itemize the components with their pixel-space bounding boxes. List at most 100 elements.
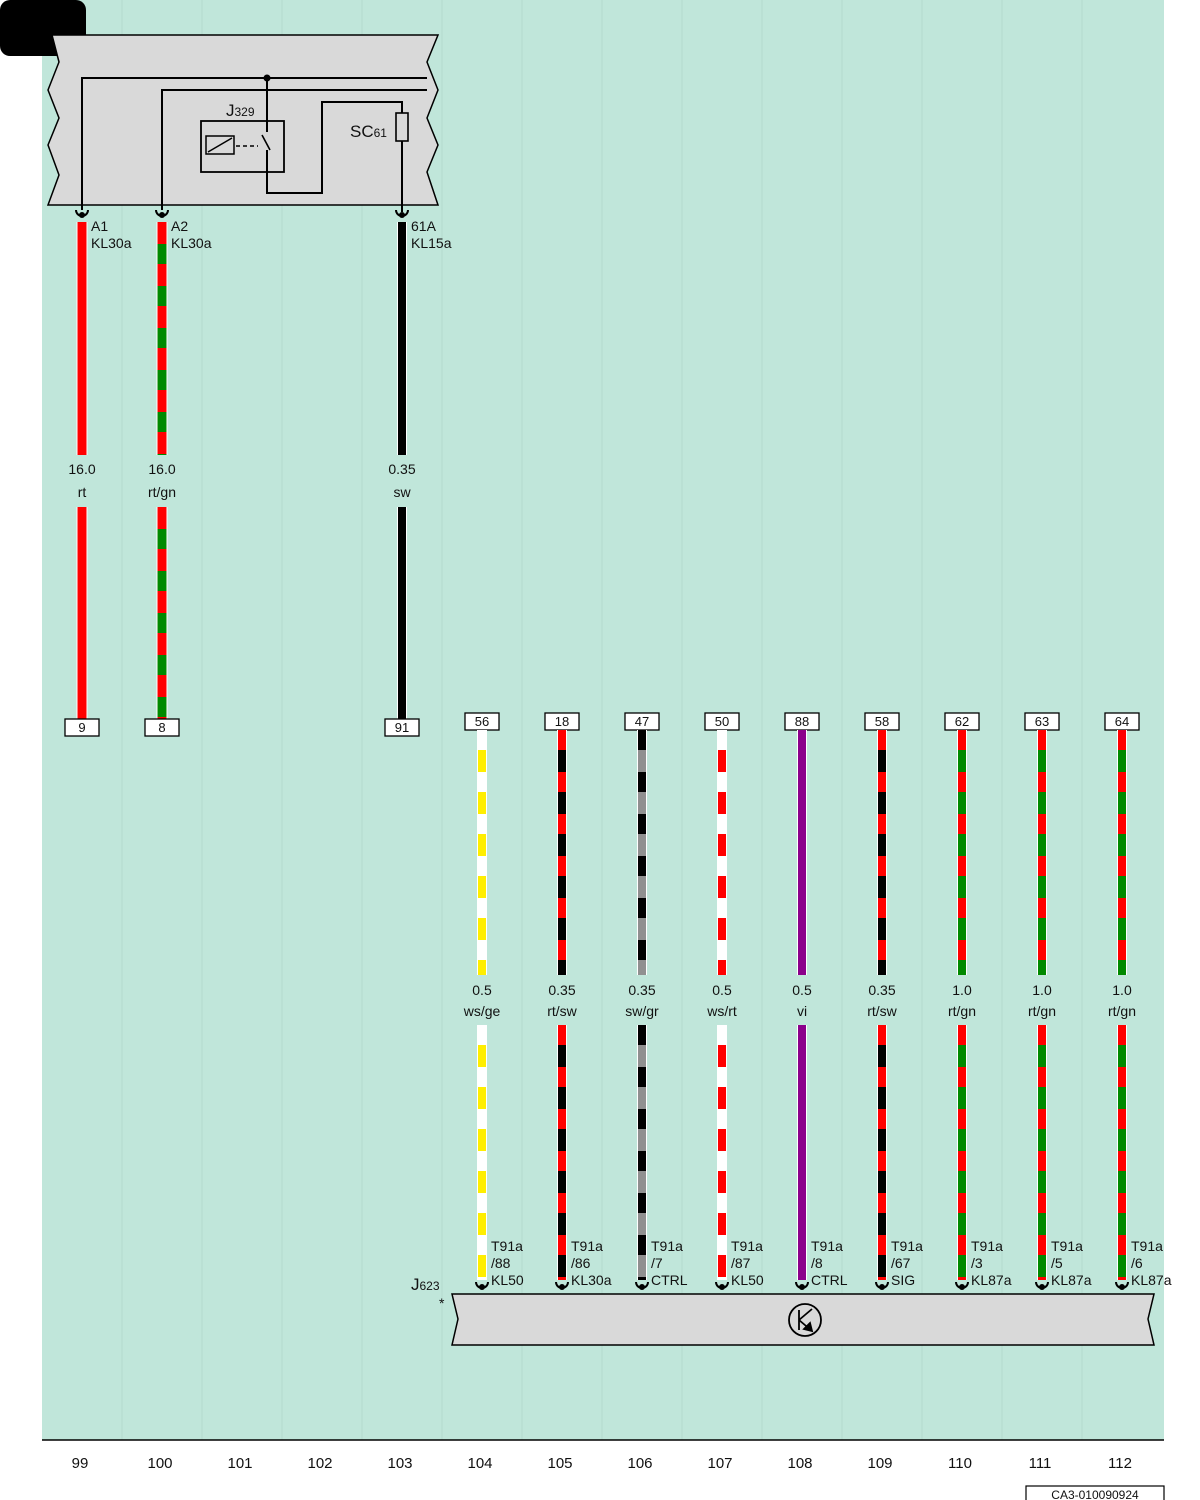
column-number: 111 — [1029, 1455, 1052, 1472]
wire-stripe — [958, 1277, 966, 1280]
wire-terminal-label: KL50 — [731, 1272, 764, 1288]
wire-stripe — [558, 1087, 566, 1109]
connector-number: 58 — [875, 714, 889, 729]
wire-stripe — [157, 571, 167, 591]
wire-stripe — [478, 814, 486, 834]
wire-color-code: rt/sw — [867, 1003, 897, 1019]
wire-stripe — [878, 940, 886, 960]
column-number: 108 — [787, 1455, 812, 1472]
wire-stripe — [718, 1213, 726, 1235]
wire-stripe — [1038, 1213, 1046, 1235]
wire-size: 1.0 — [1032, 982, 1052, 998]
wire-stripe — [718, 792, 726, 814]
wire-stripe — [958, 1045, 966, 1067]
wire-size: 0.35 — [388, 461, 415, 477]
connector-pin-dot — [1039, 1284, 1045, 1290]
column-number: 110 — [948, 1455, 972, 1472]
wire-stripe — [878, 814, 886, 834]
wire-stripe — [958, 1171, 966, 1193]
wire-stripe — [558, 1025, 566, 1045]
wire-stripe — [958, 750, 966, 772]
wire-stripe — [878, 1277, 886, 1280]
wire-core — [398, 222, 406, 455]
wire-stripe — [638, 960, 646, 975]
connector-number: 18 — [555, 714, 569, 729]
wire-stripe — [958, 1025, 966, 1045]
wire-stripe — [718, 834, 726, 856]
wire-stripe — [478, 1045, 486, 1067]
wire-stripe — [958, 814, 966, 834]
wire-stripe — [1118, 1193, 1126, 1213]
wire-stripe — [558, 1151, 566, 1171]
wire-stripe — [558, 1193, 566, 1213]
wire-stripe — [638, 1129, 646, 1151]
wire-stripe — [958, 1129, 966, 1151]
column-gridlines — [121, 0, 1083, 1440]
wire-stripe — [1118, 1109, 1126, 1129]
wire-stripe — [878, 918, 886, 940]
wire-stripe — [1118, 1129, 1126, 1151]
wire-stripe — [878, 898, 886, 918]
wire-color-code: sw/gr — [625, 1003, 659, 1019]
wire-stripe — [878, 792, 886, 814]
wire-stripe — [558, 918, 566, 940]
wire-stripe — [638, 898, 646, 918]
wire-pin-label: A1 — [91, 218, 108, 234]
connector-number-box — [64, 718, 100, 737]
wire-stripe — [558, 750, 566, 772]
wire-connector-id: T91a — [571, 1238, 603, 1254]
column-number: 105 — [547, 1455, 572, 1472]
connector-pin-dot — [479, 1284, 485, 1290]
wire-stripe — [478, 1235, 486, 1255]
connector-number: 62 — [955, 714, 969, 729]
wire-stripe — [558, 1045, 566, 1067]
wire-stripe — [958, 898, 966, 918]
wire-stripe — [478, 960, 486, 975]
wire-stripe — [718, 940, 726, 960]
fuse-label: SC61 — [350, 122, 387, 141]
wire-color-code: rt/gn — [1108, 1003, 1136, 1019]
wire-stripe — [718, 1193, 726, 1213]
bottom-module-label: J623 — [411, 1275, 440, 1294]
wire-stripe — [558, 1067, 566, 1087]
wire-connector-id: T91a — [1131, 1238, 1163, 1254]
wire-stripe — [1118, 1025, 1126, 1045]
wire-color-code: sw — [393, 484, 411, 500]
connector-pin-dot — [1119, 1284, 1125, 1290]
top-module-circuit — [81, 74, 427, 212]
wire-stripe — [878, 1171, 886, 1193]
wire-stripe — [878, 1235, 886, 1255]
wire-stripe — [1038, 1255, 1046, 1277]
connector-number: 8 — [158, 720, 165, 735]
wire-stripe — [1118, 1087, 1126, 1109]
wire-stripe — [478, 940, 486, 960]
column-number: 104 — [467, 1455, 492, 1472]
bottom-module-box — [451, 1293, 1155, 1346]
relay-coil — [205, 135, 235, 155]
wire-stripe — [638, 1235, 646, 1255]
wire-stripe — [878, 1151, 886, 1171]
wire-stripe — [478, 792, 486, 814]
doc-id-box — [1025, 1485, 1165, 1500]
wire-stripe — [478, 1025, 486, 1045]
wire-stripe — [638, 730, 646, 750]
wire-stripe — [718, 1255, 726, 1277]
wire-stripe — [1038, 1129, 1046, 1151]
wire-terminal-label: KL30a — [571, 1272, 612, 1288]
wire-terminal-label: KL30a — [171, 235, 212, 251]
wire-size: 0.35 — [868, 982, 895, 998]
column-number: 107 — [707, 1455, 732, 1472]
wire-stripe — [958, 1151, 966, 1171]
wire-pin-label: A2 — [171, 218, 188, 234]
wire-stripe — [157, 286, 167, 306]
column-number: 109 — [867, 1455, 892, 1472]
wire-terminal-label: SIG — [891, 1272, 915, 1288]
wire-stripe — [638, 1087, 646, 1109]
wire-stripe — [1038, 1193, 1046, 1213]
connector-number: 63 — [1035, 714, 1049, 729]
connector-pin-dot — [559, 1284, 565, 1290]
wire-stripe — [1038, 792, 1046, 814]
